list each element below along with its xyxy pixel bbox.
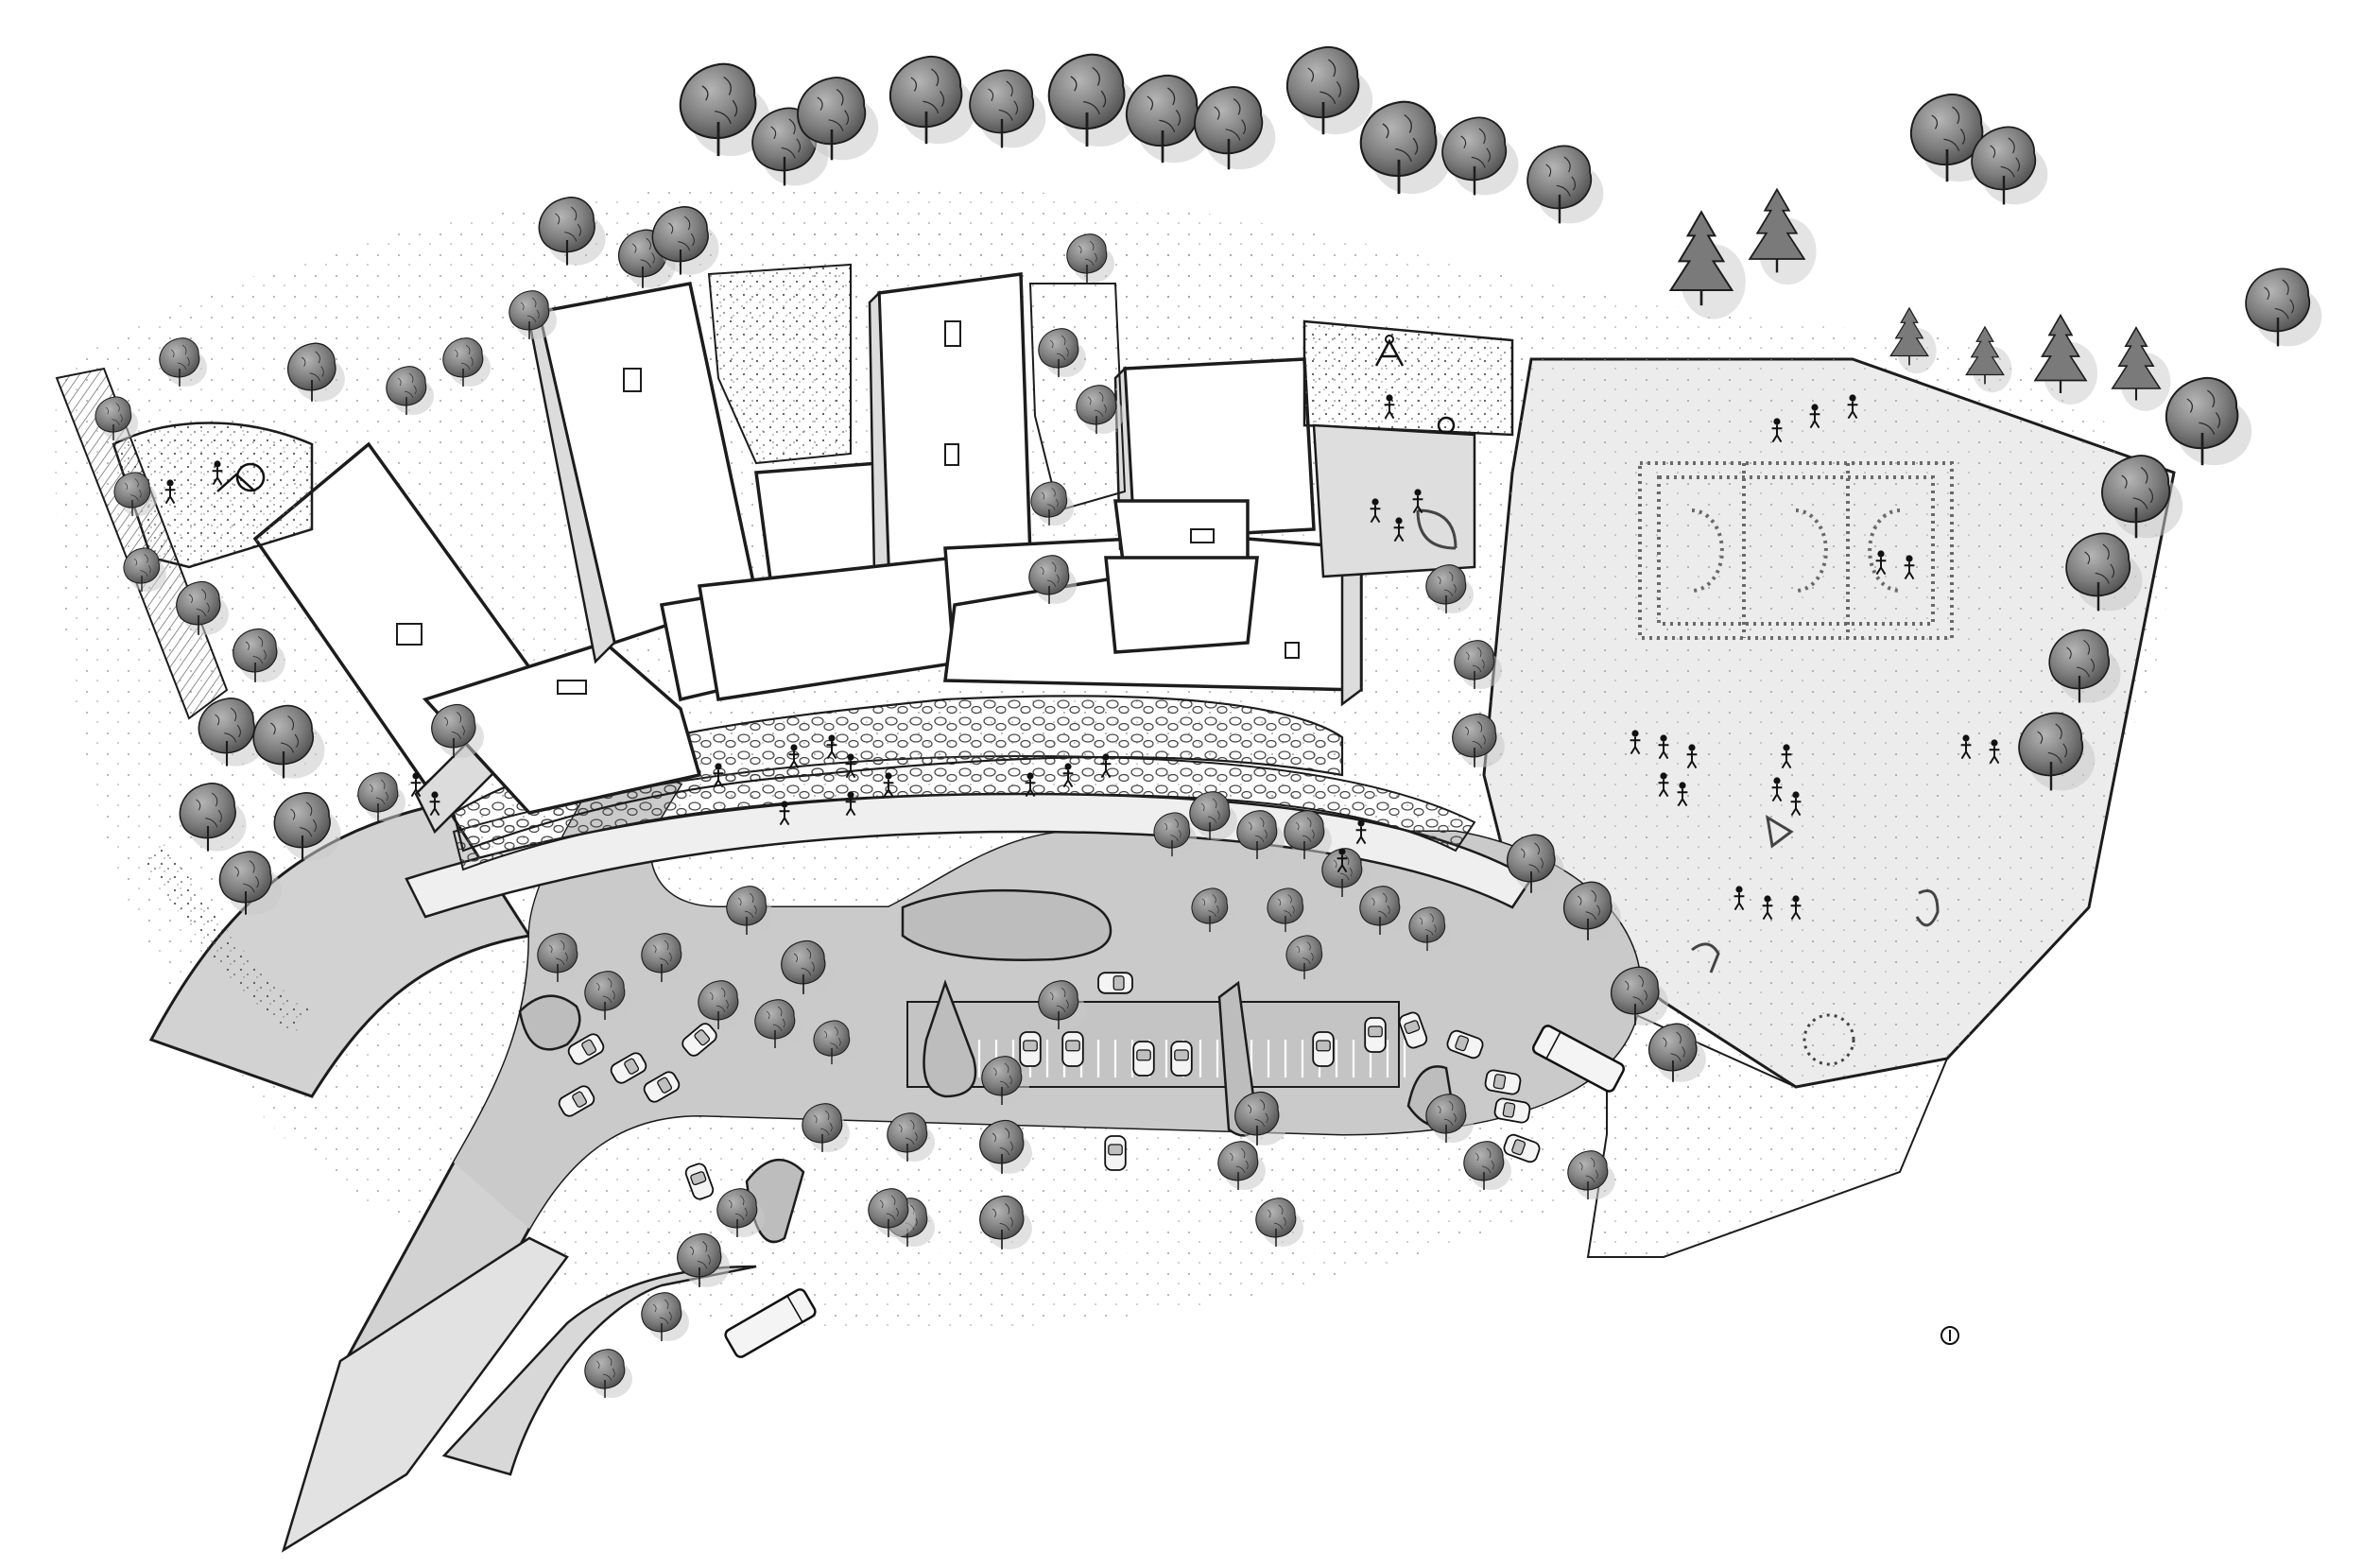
- parking-stall-line: [1325, 1209, 1333, 1258]
- drop-off-island: [901, 888, 1113, 961]
- parking-stall-line: [1104, 1209, 1112, 1258]
- car-icon: [1104, 1135, 1127, 1171]
- west-playground: [55, 367, 314, 720]
- playground-markings: [1691, 815, 1940, 1066]
- entry-drive: [441, 1265, 757, 1476]
- hard-court: [1312, 423, 1476, 578]
- bus-icon: [724, 1288, 817, 1358]
- car-icon: [1132, 1041, 1155, 1077]
- car-icon: [1170, 1041, 1193, 1077]
- planting-island: [923, 979, 977, 1098]
- parking-stall-line: [1223, 1209, 1231, 1258]
- parking-stall-line: [1087, 1209, 1095, 1258]
- car-icon: [1364, 1017, 1387, 1053]
- parking-stall-line: [934, 1209, 941, 1258]
- parking-stall-line: [1121, 1209, 1129, 1258]
- parking-stall-line: [1070, 1209, 1078, 1258]
- planting-island: [518, 994, 581, 1051]
- entry-garden-beds: [452, 695, 1344, 853]
- parking-stall-line: [1206, 1209, 1214, 1258]
- courtyard-garden: [707, 263, 852, 465]
- east-playground: [1302, 319, 1514, 578]
- car-icon: [1061, 1031, 1084, 1067]
- entry-road: [281, 1236, 569, 1553]
- parking-stall-line: [1053, 1209, 1061, 1258]
- parking-stall-line: [1155, 1209, 1163, 1258]
- school-building: [252, 272, 1363, 835]
- car-icon: [1019, 1031, 1042, 1067]
- car-icon: [1097, 972, 1133, 994]
- central-block-roof: [877, 272, 1032, 569]
- parking-stall-line: [951, 1209, 958, 1258]
- parking-stall-line: [1240, 1209, 1248, 1258]
- parking-stall-line: [1036, 1209, 1044, 1258]
- basketball-courts: [1638, 461, 1954, 640]
- parking-stall-line: [1189, 1209, 1197, 1258]
- car-icon: [1312, 1031, 1335, 1067]
- north-arrow-icon: [1940, 1326, 1959, 1345]
- parking-stall-line: [1138, 1209, 1146, 1258]
- parking-stall-line: [968, 1209, 975, 1258]
- playground-icon: [235, 462, 266, 492]
- parking-stall-line: [1308, 1209, 1316, 1258]
- athletic-field: [1482, 357, 2176, 1089]
- bus-icon: [1531, 1025, 1626, 1093]
- east-wing-upper-roof: [1104, 556, 1259, 654]
- parking-stall-line: [1172, 1209, 1180, 1258]
- west-retaining-wall: [55, 367, 229, 720]
- playground-icon: [1374, 335, 1405, 367]
- shrub-border: [140, 841, 310, 1034]
